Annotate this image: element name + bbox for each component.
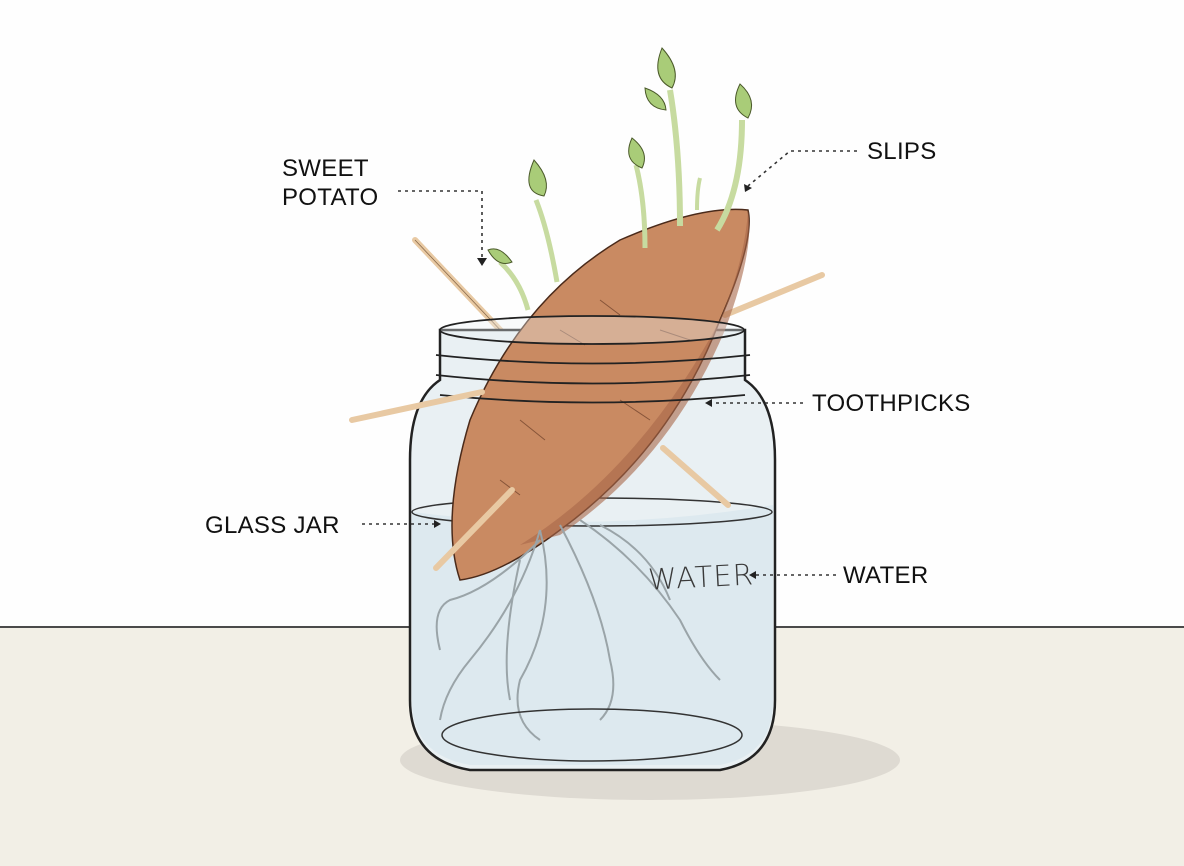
- toothpick-left: [349, 389, 485, 423]
- toothpick-lower-left: [433, 487, 515, 571]
- label-water: WATER: [843, 562, 929, 589]
- slips: [487, 47, 753, 311]
- toothpick-upper-right: [722, 272, 825, 318]
- label-toothpicks: TOOTHPICKS: [812, 390, 971, 417]
- label-glass-jar: GLASS JAR: [205, 512, 340, 539]
- leader-lines: [362, 150, 857, 576]
- potato-texture: [499, 299, 691, 496]
- label-sweet-potato: SWEET POTATO: [282, 155, 379, 211]
- arrowheads: [434, 184, 756, 579]
- roots: [435, 519, 721, 741]
- label-slips: SLIPS: [867, 138, 937, 165]
- jar-threads: [435, 315, 751, 404]
- water: [412, 505, 773, 765]
- jar-water-text: WATER: [647, 557, 755, 597]
- toothpick-lower-right: [660, 445, 731, 508]
- jar-bottom: [441, 708, 743, 762]
